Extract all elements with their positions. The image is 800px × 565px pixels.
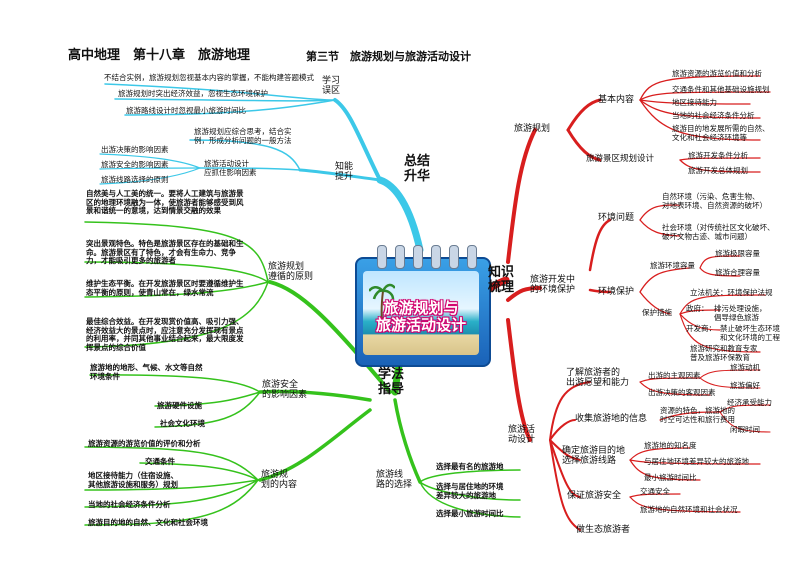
binder-ring-icon: [395, 245, 405, 269]
capacity-item: 旅游极限容量: [715, 249, 760, 258]
principle-item: 最佳综合效益。在开发现赏价值高、吸引力强、经济效益大的景点时，应注意充分发挥现有…: [86, 317, 244, 352]
node-misconceptions: 学习 误区: [322, 76, 341, 97]
binder-ring-icon: [467, 245, 477, 269]
node-collect-info: 收集旅游地的信息: [575, 414, 648, 424]
measure-research: 旅游研究和教育专家 普及旅游环保教育: [690, 344, 758, 362]
plan-content-item: 旅游资源的游览价值的评价和分析: [88, 439, 201, 448]
branch-method: 学法 指导: [378, 367, 405, 397]
binder-ring-icon: [431, 245, 441, 269]
info-item: 经济承受能力: [727, 398, 772, 407]
measure-developer: 禁止破坏生态环境 和文化环境的工程: [720, 324, 780, 342]
central-title: 旅游规划与 旅游活动设计: [359, 299, 483, 335]
plan-content-item: 地区接待能力（住宿设施、 其他旅游设施和服务）规划: [88, 471, 178, 489]
ability-item: 出游决策的影响因素: [101, 145, 169, 154]
ability-note: 旅游规划应综合思考，结合实例，形成分析问题的一般方法: [194, 127, 292, 145]
scenic-item: 旅游开发条件分析: [688, 151, 748, 160]
safety-item: 旅游地的自然环境和社会状况: [640, 505, 738, 514]
basic-item: 地区接待能力: [672, 98, 717, 107]
safety-factor-item: 旅游硬件设施: [157, 401, 202, 410]
safety-factor-item: 社会文化环境: [160, 419, 205, 428]
binder-ring-icon: [449, 245, 459, 269]
node-principles: 旅游规划 遵循的原则: [268, 262, 314, 283]
scenic-item: 旅游开发总体规划: [688, 166, 748, 175]
binder-ring-icon: [377, 245, 387, 269]
measure-developer-label: 开发商：: [686, 324, 716, 333]
branch-summary: 总结 升华: [404, 154, 431, 184]
subjective-item: 旅游偏好: [730, 381, 760, 390]
node-ability: 知能 提升: [335, 162, 354, 183]
central-title-line1: 旅游规划与: [383, 299, 459, 317]
central-topic: 旅游规划与 旅游活动设计: [355, 245, 491, 367]
route-choice-item: 选择最有名的旅游地: [436, 462, 504, 471]
route-item: 与居住地环境差异较大的旅游地: [644, 457, 749, 466]
node-scenic-design: 旅游景区规划设计: [586, 154, 655, 164]
subjective-item: 旅游动机: [730, 363, 760, 372]
principle-item: 突出景观特色。特色是旅游景区存在的基础和生命。旅游景区有了特色，才会有生命力、竞…: [86, 239, 244, 266]
node-plan-content: 旅游规 划的内容: [261, 470, 298, 491]
basic-item: 旅游资源的游览价值和分析: [672, 69, 762, 78]
route-item: 最小旅游时间比: [644, 473, 697, 482]
node-route-choice: 旅游线 路的选择: [376, 470, 413, 491]
misconception-item: 旅游规划时突出经济效益，忽视生态环境保护: [118, 89, 268, 98]
subjective-factor: 出游的主观因素: [648, 371, 701, 380]
objective-factor: 出游决策的客观因素: [648, 388, 716, 397]
route-choice-item: 选择与居住地的环境 差异较大的旅游地: [436, 482, 504, 500]
basic-item: 旅游目的地发展所需的自然、 文化和社会经济环境等: [672, 124, 770, 142]
branch-knowledge: 知识 梳理: [488, 265, 515, 295]
info-item: 闲暇时间: [730, 425, 760, 434]
node-willingness: 了解旅游者的 出游愿望和能力: [566, 368, 630, 389]
node-route: 确定旅游目的地 选择旅游线路: [562, 446, 626, 467]
info-text: 资源的特色，旅游地的 时空可达性和旅行费用: [660, 406, 735, 424]
palm-tree-icon: [369, 283, 395, 321]
route-choice-item: 选择最小旅游时间比: [436, 509, 504, 518]
node-measures: 保护措施: [642, 308, 672, 317]
page-title: 高中地理 第十八章 旅游地理: [68, 48, 251, 63]
principle-item: 维护生态平衡。在开发旅游景区时要遵循维护生态平衡的原则，使青山常在，绿水常流: [86, 279, 244, 297]
node-env-protect: 环境保护: [598, 287, 635, 297]
node-safety-factors: 旅游安全 的影响因素: [262, 380, 308, 401]
principle-item: 自然美与人工美的统一。要将人工建筑与旅游景区的地理环境融为一体，使旅游者能够感受…: [86, 189, 244, 216]
node-env-problems: 环境问题: [598, 213, 635, 223]
node-planning: 旅游规划: [514, 124, 551, 134]
binder-ring-icon: [413, 245, 423, 269]
node-env-protection: 旅游开发中 的环境保护: [530, 275, 576, 296]
capacity-item: 旅游合理容量: [715, 268, 760, 277]
ability-activity: 旅游活动设计 应抓住影响因素: [204, 159, 257, 177]
section-title: 第三节 旅游规划与旅游活动设计: [306, 50, 471, 63]
basic-item: 交通条件和其他基础设施规划: [672, 85, 770, 94]
measure-legislate: 立法机关：环境保护法规: [690, 288, 773, 297]
ability-item: 旅游线路选择的原则: [101, 175, 169, 184]
node-eco-tourist: 做生态旅游者: [576, 525, 631, 535]
plan-content-item: 交通条件: [145, 457, 175, 466]
plan-content-item: 当地的社会经济条件分析: [88, 500, 171, 509]
env-problem-item: 自然环境（污染、危害生物、 对地表环境、自然资源的破坏）: [662, 192, 767, 210]
basic-item: 当地的社会经济条件分析: [672, 111, 755, 120]
node-activity-design: 旅游活 动设计: [508, 425, 536, 446]
ability-item: 旅游安全的影响因素: [101, 160, 169, 169]
measure-government-label: 政府：: [686, 304, 709, 313]
node-basic-content: 基本内容: [598, 95, 635, 105]
plan-content-item: 旅游目的地的自然、文化和社会环境: [88, 518, 208, 527]
safety-factor-item: 旅游地的地形、气候、水文等自然 环境条件: [90, 363, 203, 381]
misconception-item: 不结合实例，旅游规划忽视基本内容的掌握，不能构建答题模式: [104, 73, 314, 82]
node-safety: 保证旅游安全: [567, 491, 622, 501]
safety-item: 交通安全: [640, 487, 670, 496]
measure-government: 排污处理设施， 倡导绿色旅游: [714, 304, 767, 322]
route-item: 旅游地的知名度: [644, 441, 697, 450]
misconception-item: 旅游路线设计时忽视最小旅游时间比: [126, 106, 246, 115]
node-capacity: 旅游环境容量: [650, 261, 695, 270]
env-problem-item: 社会环境（对传统社区文化破坏、 破坏文物古迹、城市问题）: [662, 223, 775, 241]
central-title-line2: 旅游活动设计: [375, 316, 466, 335]
